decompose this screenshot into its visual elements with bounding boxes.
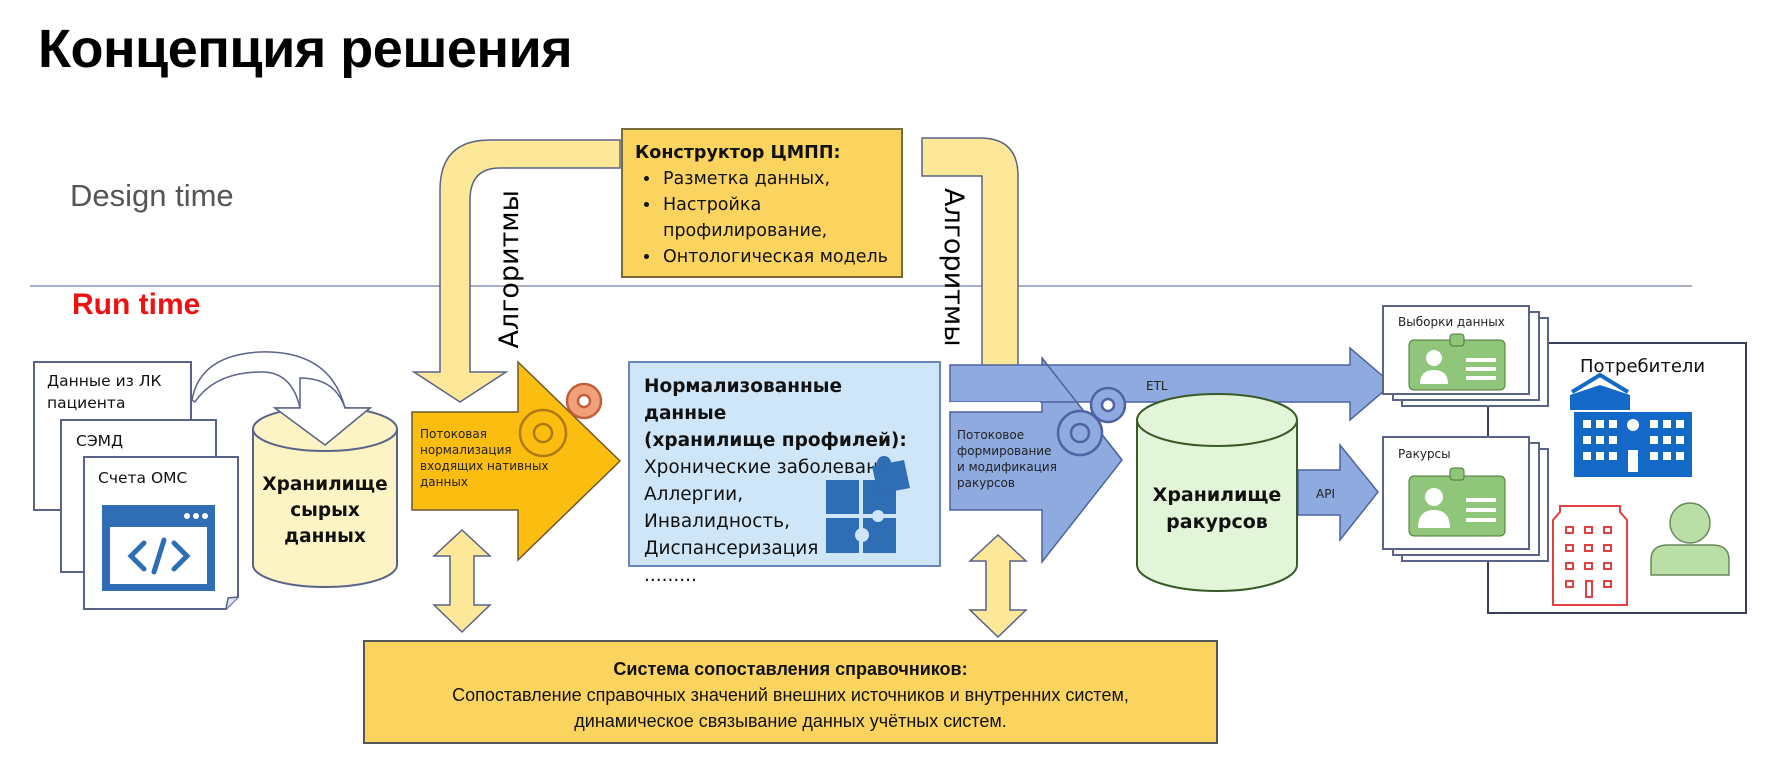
constructor-box: Конструктор ЦМПП: Разметка данных, Настр… (621, 128, 903, 278)
source-lk-label: Данные из ЛК пациента (47, 372, 162, 412)
consumers-title: Потребители (1580, 356, 1706, 377)
mapping-link-left (432, 528, 492, 634)
algorithms-left-arrow (411, 139, 621, 403)
page-title: Концепция решения (38, 19, 573, 79)
views-stack (1382, 436, 1549, 562)
normalization-line: нормализация (420, 443, 512, 457)
views-storage-cylinder (1136, 393, 1298, 592)
gears-icon (518, 382, 603, 458)
id-card-icon (1408, 333, 1506, 391)
constructor-item: Настройка профилирование, (661, 192, 889, 244)
normalized-item: Диспансеризация (644, 538, 819, 559)
source-oms-label: Счета ОМС (98, 469, 188, 487)
blue-gears-icon (1056, 386, 1127, 457)
views-step-line: формирование (957, 444, 1052, 458)
normalized-title: (хранилище профилей): (644, 430, 907, 451)
source-semd-label: СЭМД (76, 432, 124, 450)
algorithms-right-label: Алгоритмы (938, 188, 969, 347)
raw-storage-line: сырых (290, 500, 360, 521)
normalized-item: ......... (644, 565, 697, 586)
api-label: API (1316, 487, 1335, 501)
mapping-line: динамическое связывание данных учётных с… (574, 711, 1007, 731)
algorithms-left-label: Алгоритмы (494, 190, 525, 349)
views-storage-line: ракурсов (1166, 511, 1268, 533)
mapping-link-right (968, 533, 1028, 639)
etl-label: ETL (1146, 379, 1168, 393)
normalized-data-box: Нормализованные данные (хранилище профил… (628, 361, 941, 586)
views-label: Ракурсы (1398, 447, 1451, 461)
mapping-title: Система сопоставления справочников: (613, 659, 968, 679)
samples-stack (1382, 305, 1549, 407)
constructor-item: Разметка данных, (661, 166, 889, 192)
normalized-item: Хронические заболевания, (644, 457, 908, 478)
constructor-item: Онтологическая модель (661, 244, 889, 270)
normalization-line: входящих нативных (420, 459, 549, 473)
building-icon (1552, 505, 1628, 606)
views-step-line: ракурсов (957, 476, 1015, 490)
normalization-line: данных (420, 475, 468, 489)
source-documents (33, 361, 239, 610)
normalized-item: Инвалидность, (644, 511, 790, 532)
run-time-label: Run time (72, 288, 201, 321)
api-arrow (1297, 442, 1379, 543)
code-window-icon (102, 505, 215, 591)
design-time-label: Design time (70, 178, 234, 213)
normalized-item: Аллергии, (644, 484, 744, 505)
zone-divider (30, 285, 1692, 287)
samples-label: Выборки данных (1398, 315, 1505, 329)
normalization-line: Потоковая (420, 427, 487, 441)
views-step-line: Потоковое (957, 428, 1025, 442)
id-card-icon (1408, 467, 1506, 537)
normalization-arrow (411, 360, 622, 562)
raw-storage-line: данных (284, 526, 366, 547)
normalization-step-label: Потоковая нормализация входящих нативных… (420, 426, 549, 490)
views-step-label: Потоковое формирование и модификация рак… (957, 427, 1057, 491)
person-icon (1650, 502, 1730, 576)
raw-storage-label: Хранилище сырых данных (253, 472, 397, 550)
normalized-title: Нормализованные данные (644, 376, 843, 424)
raw-storage-line: Хранилище (262, 474, 388, 495)
views-step-line: и модификация (957, 460, 1057, 474)
constructor-title: Конструктор ЦМПП: (635, 143, 841, 163)
hospital-icon (1570, 372, 1692, 477)
views-storage-line: Хранилище (1152, 484, 1282, 506)
views-formation-arrow (949, 355, 1123, 565)
views-storage-label: Хранилище ракурсов (1137, 482, 1297, 536)
mapping-system-box: Система сопоставления справочников: Сопо… (363, 640, 1218, 744)
mapping-line: Сопоставление справочных значений внешни… (452, 685, 1129, 705)
